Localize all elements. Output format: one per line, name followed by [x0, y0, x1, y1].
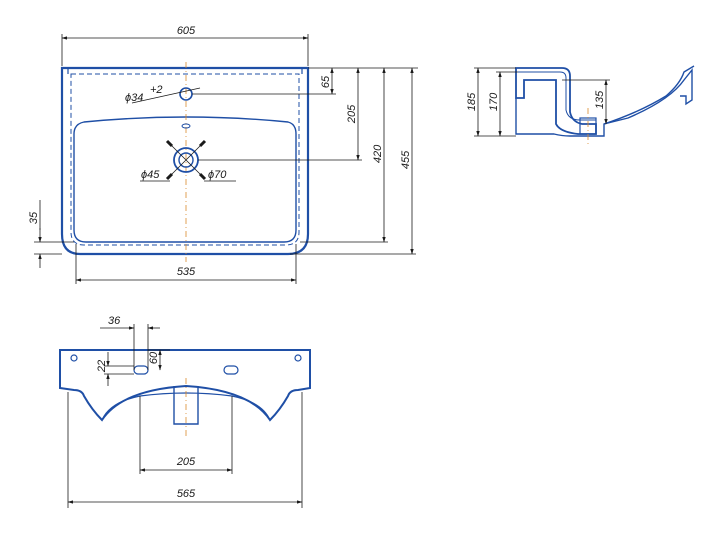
dim-drain-offset-label: 205 — [346, 104, 358, 124]
top-view — [60, 62, 310, 262]
side-view — [515, 65, 695, 144]
dim-side-total-label: 185 — [466, 92, 478, 111]
drain-leader-right — [171, 145, 201, 175]
basin-inner-rim — [70, 73, 300, 246]
top-view-dimensions: 605 ϕ34 +2 65 205 420 455 35 535 — [28, 25, 418, 284]
dim-tap-offset-label: 65 — [320, 75, 332, 88]
dim-inner-depth-label: 420 — [372, 144, 384, 163]
dim-width-label: 605 — [177, 25, 196, 37]
dim-drain-width-label: 205 — [176, 456, 196, 468]
drain-arrow-marks — [165, 139, 207, 181]
drain-inner-diameter-label: ϕ45 — [141, 169, 160, 181]
dim-hole-height-label: 22 — [96, 360, 108, 373]
basin-bowl — [73, 116, 297, 243]
rear-slot-right — [223, 365, 239, 375]
dim-side-drain-label: 135 — [594, 90, 606, 109]
dim-side-bowl-label: 170 — [488, 92, 500, 111]
rear-outline — [59, 349, 311, 422]
basin-outer-outline — [60, 66, 310, 256]
side-profile-outer — [515, 67, 597, 135]
tap-hole-tolerance-label: +2 — [150, 84, 163, 96]
rear-drain-neck — [173, 386, 199, 425]
tap-hole-diameter-label: ϕ34 — [125, 92, 143, 104]
dim-base-width-label: 565 — [177, 488, 196, 500]
dim-bowl-width-label: 535 — [177, 266, 196, 278]
drain-outer-diameter-label: ϕ70 — [208, 169, 227, 181]
drain-inner-circle — [178, 152, 194, 168]
tap-hole-leader — [131, 87, 201, 104]
dim-total-depth-label: 455 — [400, 150, 412, 169]
side-view-dimensions: 185 170 135 — [466, 67, 610, 137]
side-profile-inner — [518, 71, 596, 121]
rear-view-dimensions: 36 22 60 205 565 — [67, 315, 303, 508]
dim-hole-depth-label: 60 — [148, 351, 160, 364]
rear-mount-hole-left — [70, 354, 78, 362]
basin-back-ledge — [67, 68, 303, 74]
rear-mount-hole-right — [294, 354, 302, 362]
side-profile-ledge — [515, 68, 693, 137]
overflow-slot — [181, 123, 191, 129]
dim-hole-spacing-label: 36 — [108, 315, 121, 327]
dim-front-gap-label: 35 — [28, 211, 40, 224]
rear-slot-left — [133, 365, 149, 375]
side-profile-bowl — [603, 65, 695, 125]
